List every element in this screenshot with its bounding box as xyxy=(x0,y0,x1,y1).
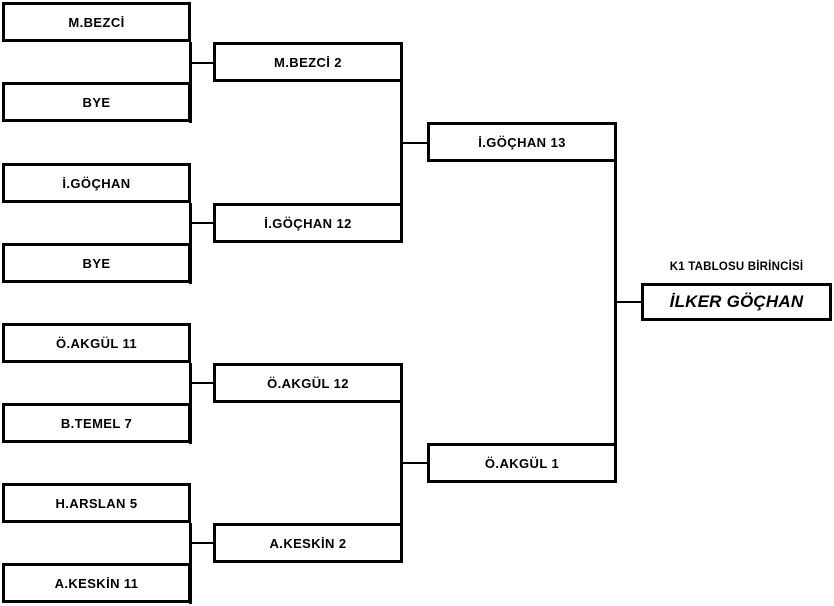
bracket-slot-label: Ö.AKGÜL 1 xyxy=(484,455,560,471)
bracket-slot-label: M.BEZCİ xyxy=(68,14,125,30)
bracket-slot-r1-2[interactable]: BYE xyxy=(2,82,191,122)
bracket-slot-r1-5[interactable]: Ö.AKGÜL 11 xyxy=(2,323,191,363)
bracket-slot-r2-1[interactable]: M.BEZCİ 2 xyxy=(213,42,403,82)
connector-horizontal-final xyxy=(616,301,643,303)
champion-title-label: K1 TABLOSU BİRİNCİSİ xyxy=(669,261,804,273)
bracket-slot-label: İ.GÖÇHAN 12 xyxy=(264,215,352,231)
bracket-slot-r1-1[interactable]: M.BEZCİ xyxy=(2,2,191,42)
bracket-slot-r3-1[interactable]: İ.GÖÇHAN 13 xyxy=(427,122,617,162)
bracket-slot-r2-3[interactable]: Ö.AKGÜL 12 xyxy=(213,363,403,403)
connector-vertical-r2-pair-2 xyxy=(400,403,403,524)
bracket-slot-r3-2[interactable]: Ö.AKGÜL 1 xyxy=(427,443,617,483)
connector-vertical-r1-pair-3 xyxy=(189,363,192,444)
connector-vertical-r1-pair-4 xyxy=(189,523,192,604)
connector-horizontal-r2-pair-2 xyxy=(402,462,429,464)
bracket-slot-r2-2[interactable]: İ.GÖÇHAN 12 xyxy=(213,203,403,243)
bracket-slot-label: Ö.AKGÜL 12 xyxy=(267,375,349,391)
bracket-slot-r1-4[interactable]: BYE xyxy=(2,243,191,283)
connector-horizontal-r1-pair-4 xyxy=(191,542,215,544)
champion-name: İLKER GÖÇHAN xyxy=(669,292,804,311)
bracket-slot-label: M.BEZCİ 2 xyxy=(274,54,342,70)
connector-vertical-r1-pair-1 xyxy=(189,42,192,123)
bracket-slot-label: A.KESKİN 2 xyxy=(269,535,347,551)
bracket-slot-label: A.KESKİN 11 xyxy=(54,575,139,591)
bracket-slot-label: BYE xyxy=(82,255,111,271)
connector-horizontal-r1-pair-3 xyxy=(191,382,215,384)
bracket-slot-r1-6[interactable]: B.TEMEL 7 xyxy=(2,403,191,443)
bracket-slot-r1-8[interactable]: A.KESKİN 11 xyxy=(2,563,191,603)
connector-horizontal-r1-pair-1 xyxy=(191,62,215,64)
bracket-slot-label: İ.GÖÇHAN xyxy=(62,175,131,191)
bracket-slot-label: BYE xyxy=(82,94,111,110)
champion-box[interactable]: İLKER GÖÇHAN xyxy=(641,283,832,321)
connector-horizontal-r2-pair-1 xyxy=(402,142,429,144)
connector-vertical-final xyxy=(614,162,617,444)
bracket-slot-label: İ.GÖÇHAN 13 xyxy=(478,134,566,150)
bracket-slot-label: H.ARSLAN 5 xyxy=(55,495,138,511)
bracket-slot-r2-4[interactable]: A.KESKİN 2 xyxy=(213,523,403,563)
bracket-slot-label: B.TEMEL 7 xyxy=(60,415,133,431)
bracket-slot-r1-3[interactable]: İ.GÖÇHAN xyxy=(2,163,191,203)
bracket-slot-label: Ö.AKGÜL 11 xyxy=(55,335,138,351)
connector-vertical-r1-pair-2 xyxy=(189,203,192,284)
connector-horizontal-r1-pair-2 xyxy=(191,222,215,224)
connector-vertical-r2-pair-1 xyxy=(400,82,403,204)
bracket-slot-r1-7[interactable]: H.ARSLAN 5 xyxy=(2,483,191,523)
